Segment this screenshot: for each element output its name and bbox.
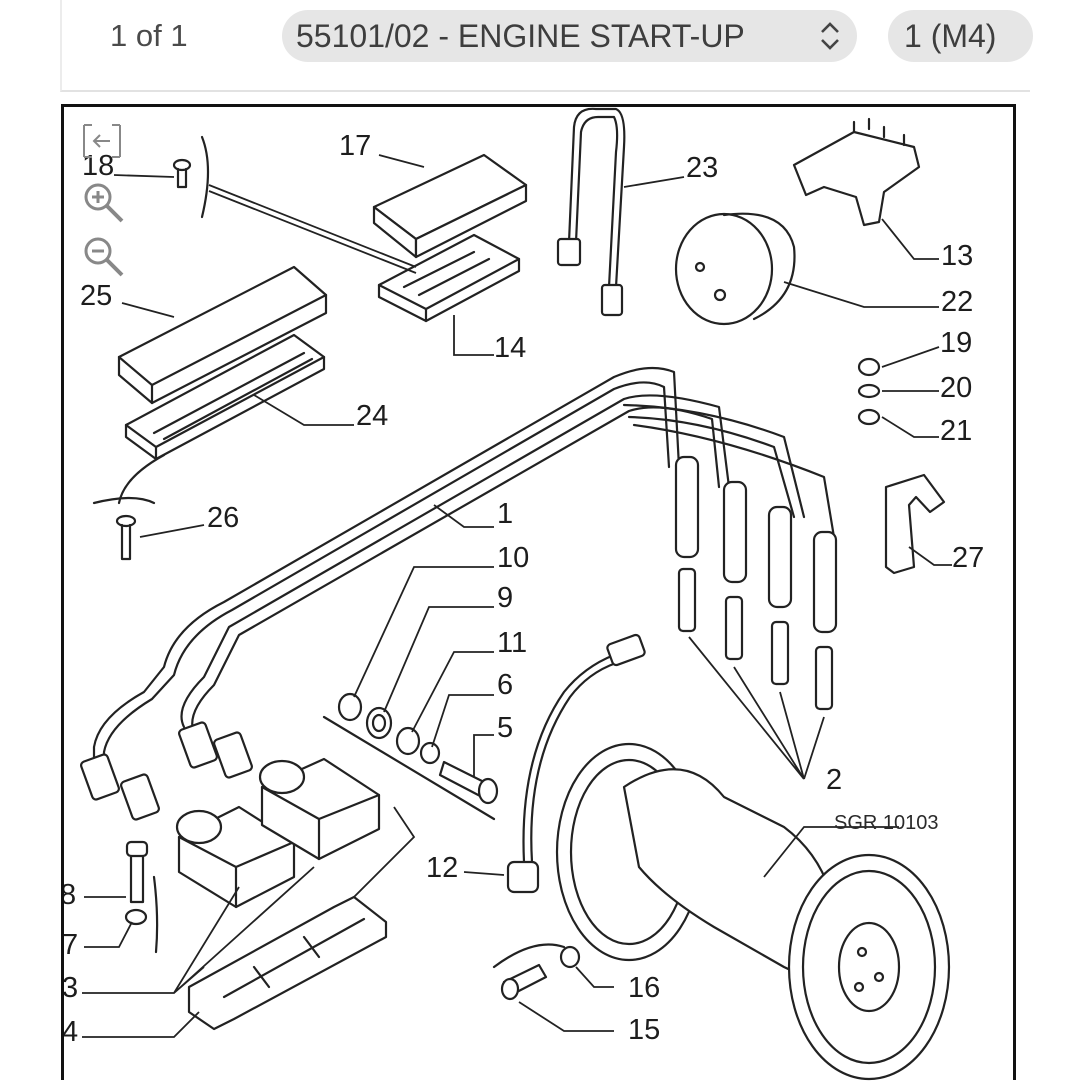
part-sensor-12 xyxy=(492,633,646,969)
callout-23: 23 xyxy=(686,152,718,184)
callout-22: 22 xyxy=(941,286,973,318)
callout-17: 17 xyxy=(339,130,371,162)
callout-26: 26 xyxy=(207,502,239,534)
part-bolt-15 xyxy=(500,945,581,1001)
variant-select-value: 1 (M4) xyxy=(904,18,997,54)
part-spark-plugs xyxy=(677,567,834,780)
part-holder-24 xyxy=(117,333,326,505)
callout-leaders xyxy=(82,154,952,1038)
part-ecu-bracket xyxy=(377,233,521,323)
callout-15: 15 xyxy=(628,1014,660,1046)
callout-21: 21 xyxy=(940,415,972,447)
part-bolt-26 xyxy=(92,496,156,561)
callout-1: 1 xyxy=(497,498,513,530)
callout-4: 4 xyxy=(64,1016,78,1048)
part-washers-19-21 xyxy=(857,357,881,426)
callout-labels: 18 17 23 13 22 14 25 24 19 20 21 26 1 10… xyxy=(64,130,984,1048)
callout-8: 8 xyxy=(64,879,76,911)
part-screw-18 xyxy=(172,135,417,274)
part-bolt-8 xyxy=(124,840,159,954)
part-ht-harness xyxy=(80,366,838,821)
callout-3: 3 xyxy=(64,972,78,1004)
page-indicator: 1 of 1 xyxy=(110,18,188,53)
part-cover-25 xyxy=(117,265,328,405)
callout-6: 6 xyxy=(497,669,513,701)
callout-18: 18 xyxy=(82,150,114,182)
diagram-select[interactable]: 55101/02 - ENGINE START-UP xyxy=(282,10,857,62)
callout-7: 7 xyxy=(64,929,78,961)
diagram-select-value: 55101/02 - ENGINE START-UP xyxy=(296,18,745,54)
parts-diagram[interactable]: 18 17 23 13 22 14 25 24 19 20 21 26 1 10… xyxy=(61,104,1016,1081)
zoom-out-icon[interactable] xyxy=(80,233,128,281)
callout-2: 2 xyxy=(826,764,842,796)
part-fasteners-5-11 xyxy=(322,692,499,821)
part-ignition-coils xyxy=(175,757,381,909)
callout-11: 11 xyxy=(497,627,527,659)
callout-13: 13 xyxy=(941,240,973,272)
callout-5: 5 xyxy=(497,712,513,744)
zoom-in-icon[interactable] xyxy=(80,179,128,227)
part-ecu-cover xyxy=(372,153,528,259)
callout-16: 16 xyxy=(628,972,660,1004)
reference-code: SGR 10103 xyxy=(834,812,939,834)
exploded-parts-drawing: 18 17 23 13 22 14 25 24 19 20 21 26 1 10… xyxy=(64,107,984,1081)
callout-27: 27 xyxy=(952,542,984,574)
part-bracket-4 xyxy=(187,895,388,1031)
callout-25: 25 xyxy=(80,280,112,312)
updown-chevron-icon xyxy=(817,10,843,77)
part-clip-27 xyxy=(884,473,946,575)
callout-20: 20 xyxy=(940,372,972,404)
callout-24: 24 xyxy=(356,400,388,432)
callout-19: 19 xyxy=(940,327,972,359)
callout-9: 9 xyxy=(497,582,513,614)
variant-select[interactable]: 1 (M4) xyxy=(888,10,1033,62)
exit-fullscreen-icon[interactable] xyxy=(80,121,128,169)
part-actuator-22 xyxy=(674,212,796,326)
callout-10: 10 xyxy=(497,542,529,574)
diagram-toolbar: 1 of 1 55101/02 - ENGINE START-UP 1 (M4) xyxy=(60,0,1033,92)
callout-12: 12 xyxy=(426,852,458,884)
part-crankshaft-flywheel xyxy=(555,742,951,1081)
part-bracket-13 xyxy=(792,117,921,227)
part-lambda-sensor xyxy=(556,107,626,317)
callout-14: 14 xyxy=(494,332,526,364)
